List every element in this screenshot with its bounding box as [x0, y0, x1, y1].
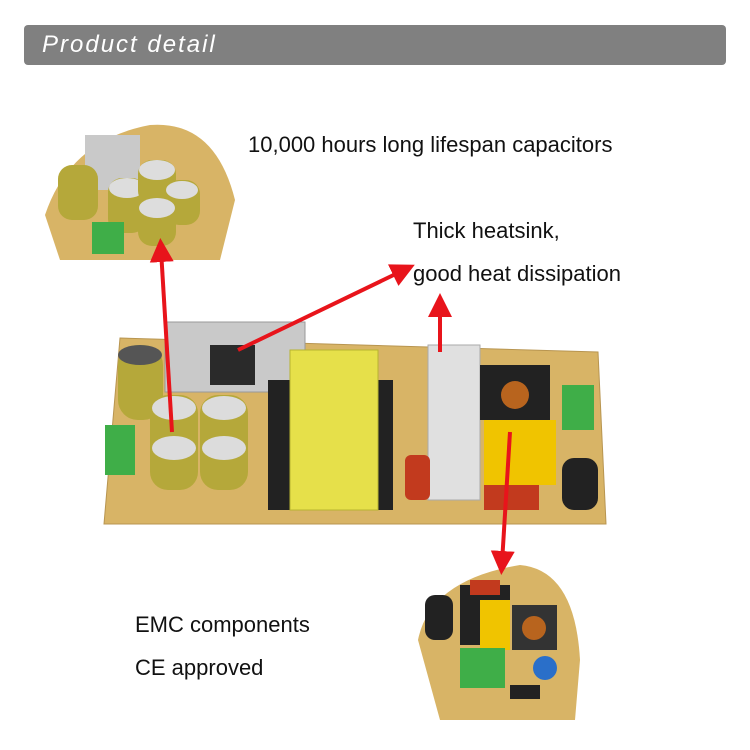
transformer — [289, 349, 379, 511]
terminal-block-left — [105, 425, 135, 475]
caption-capacitors: 10,000 hours long lifespan capacitors — [248, 132, 613, 157]
capacitor-group — [118, 345, 248, 490]
caption-emc-line1: EMC components — [135, 612, 310, 637]
capacitor-inset-photo — [45, 124, 235, 261]
caption-heatsink-line1: Thick heatsink, — [413, 218, 560, 243]
section-title: Product detail — [42, 31, 217, 58]
section-header: Product detail — [24, 25, 726, 65]
caption-emc-line2: CE approved — [135, 655, 264, 680]
main-pcb-photo — [103, 321, 607, 525]
arrow-heatsink-left — [237, 264, 415, 352]
caption-heatsink-line2: good heat dissipation — [413, 261, 621, 286]
terminal-block-right — [562, 385, 594, 430]
emc-inset-photo — [418, 565, 580, 720]
arrow-capacitors — [149, 238, 174, 433]
arrow-emc — [490, 431, 515, 575]
